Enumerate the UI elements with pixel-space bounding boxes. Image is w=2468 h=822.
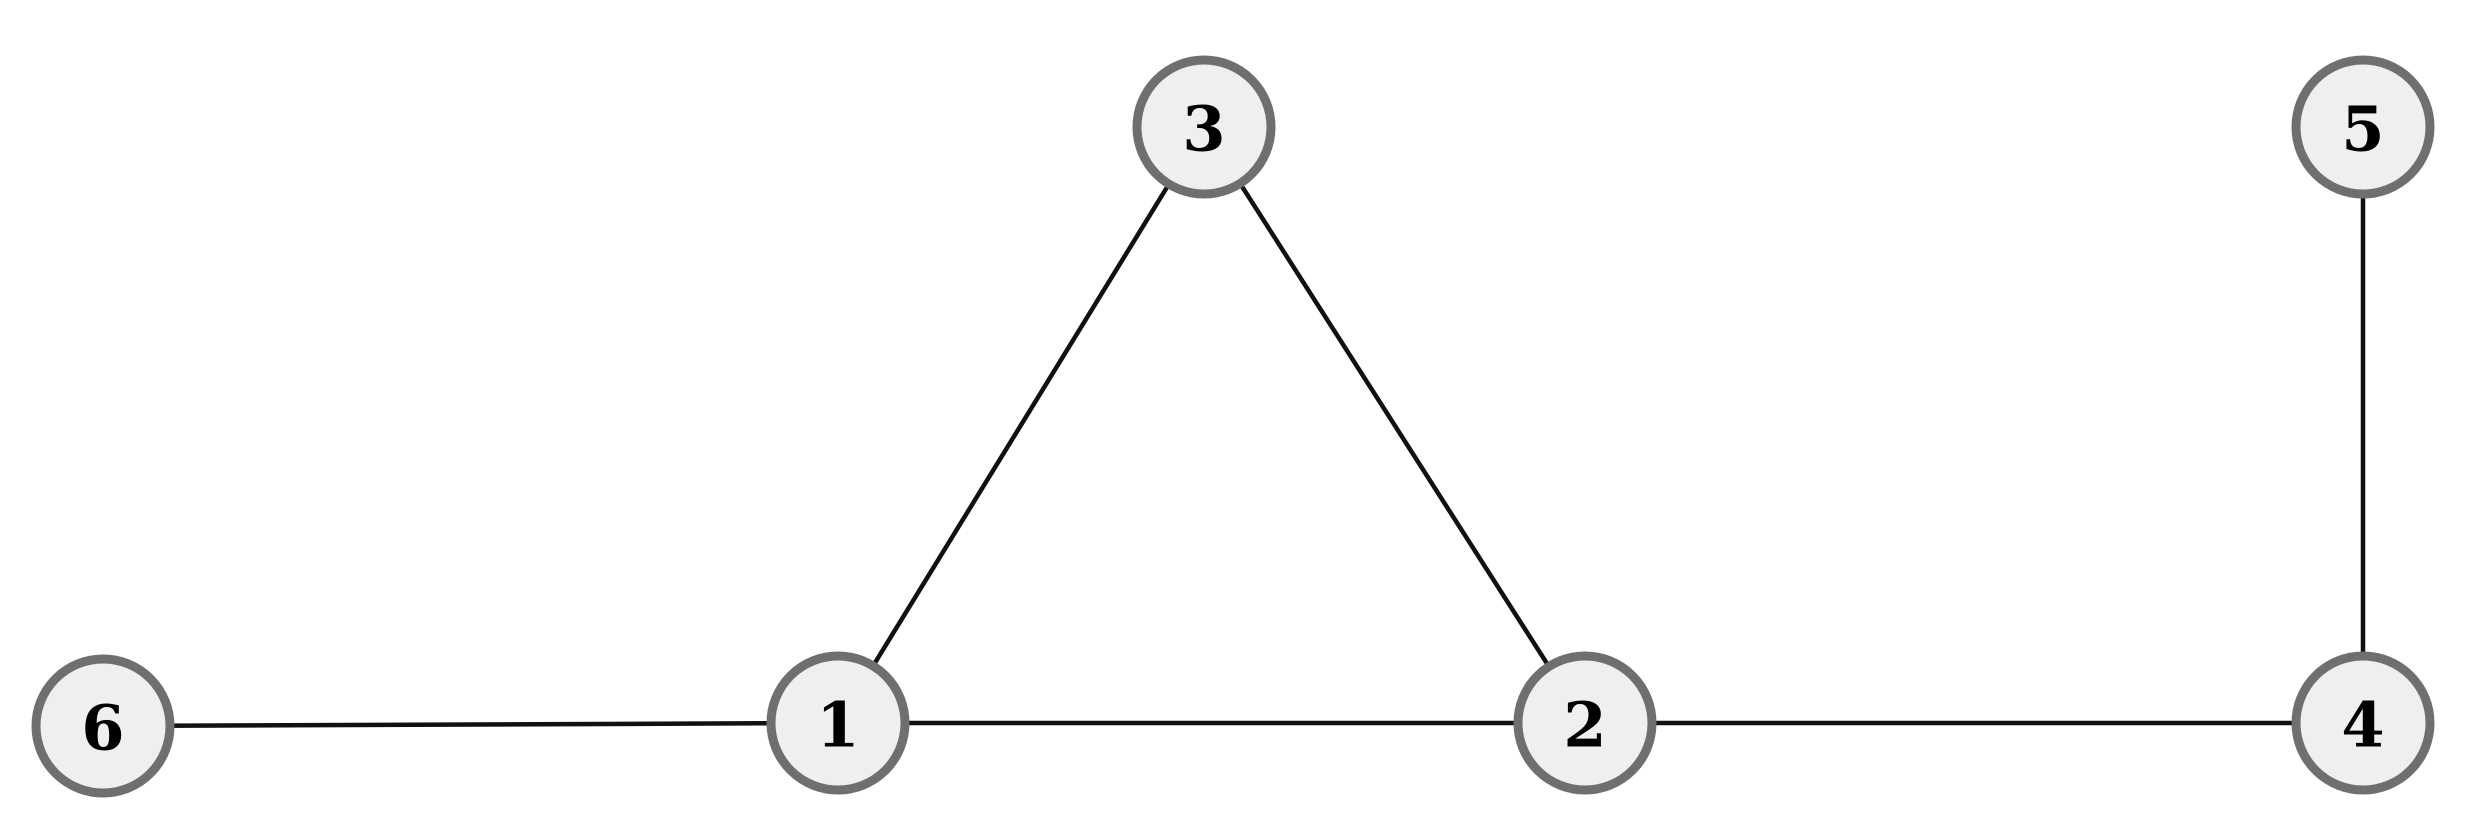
- edge-1-3: [835, 124, 1207, 726]
- node-3: 3: [1132, 55, 1276, 199]
- node-label-1: 1: [816, 689, 859, 762]
- node-circle-5: [2291, 55, 2435, 199]
- edge-6-1: [100, 720, 841, 729]
- node-2: 2: [1513, 651, 1657, 795]
- node-label-5: 5: [2341, 93, 2384, 166]
- node-label-6: 6: [81, 692, 124, 765]
- node-6: 6: [31, 654, 175, 798]
- node-circle-3: [1132, 55, 1276, 199]
- node-label-2: 2: [1563, 689, 1606, 762]
- node-1: 1: [766, 651, 910, 795]
- node-label-4: 4: [2341, 689, 2384, 762]
- nodes: 1 2 3 4 5 6: [31, 55, 2435, 798]
- node-4: 4: [2291, 651, 2435, 795]
- node-circle-1: [766, 651, 910, 795]
- edges: [100, 124, 2366, 729]
- node-circle-4: [2291, 651, 2435, 795]
- edge-3-2: [1201, 124, 1588, 726]
- node-circle-6: [31, 654, 175, 798]
- node-5: 5: [2291, 55, 2435, 199]
- node-circle-2: [1513, 651, 1657, 795]
- node-label-3: 3: [1182, 93, 1225, 166]
